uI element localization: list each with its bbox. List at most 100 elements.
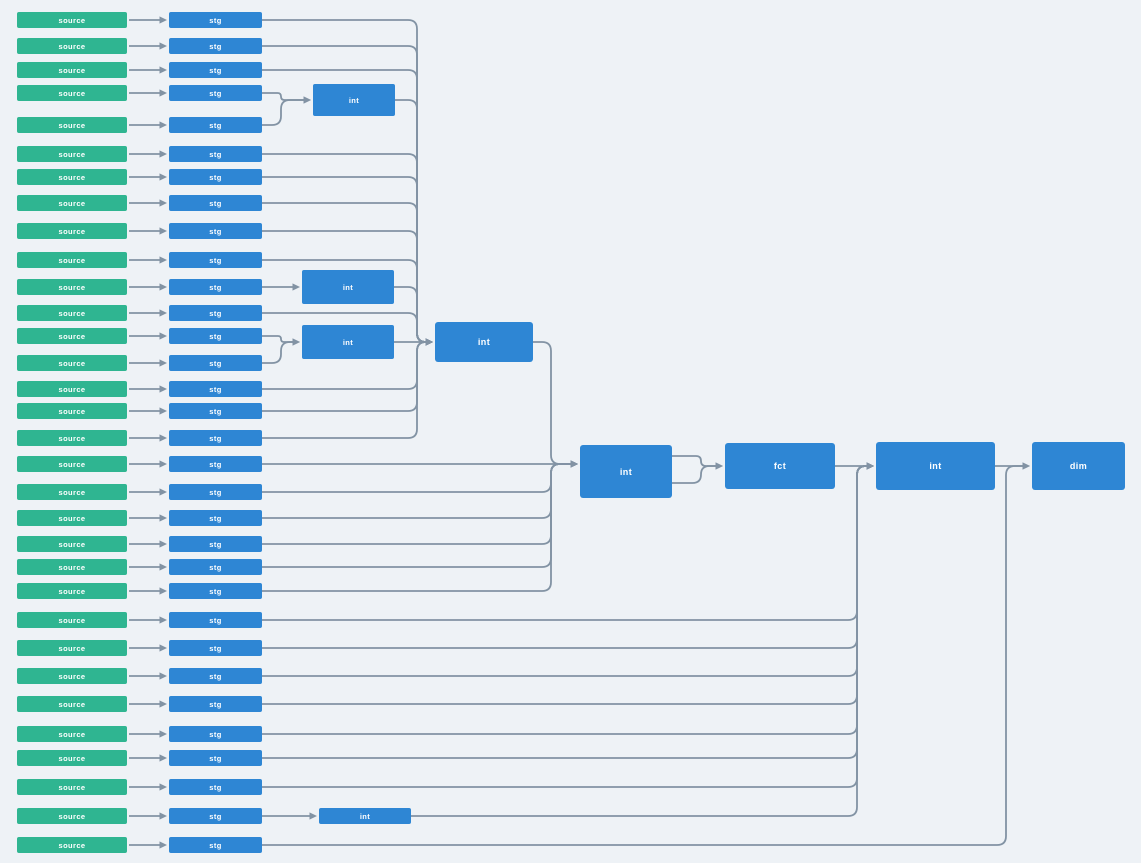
stg-node-label: stg [209, 699, 222, 709]
stg-node-label: stg [209, 149, 222, 159]
source-node[interactable]: source [17, 750, 127, 766]
stg-node-label: stg [209, 671, 222, 681]
stg-node[interactable]: stg [169, 85, 262, 101]
source-node-label: source [58, 255, 86, 265]
stg-node[interactable]: stg [169, 328, 262, 344]
source-node[interactable]: source [17, 668, 127, 684]
source-node[interactable]: source [17, 355, 127, 371]
fct-node[interactable]: fct [725, 443, 835, 489]
edge-arrowhead [159, 587, 167, 595]
int-node[interactable]: int [302, 270, 394, 304]
int-node-label: int [342, 337, 354, 347]
stg-node[interactable]: stg [169, 668, 262, 684]
source-node[interactable]: source [17, 779, 127, 795]
source-node[interactable]: source [17, 536, 127, 552]
int-node[interactable]: int [302, 325, 394, 359]
source-node[interactable]: source [17, 62, 127, 78]
dim-node-label: dim [1069, 461, 1088, 471]
edge [262, 465, 872, 621]
stg-node[interactable]: stg [169, 583, 262, 599]
stg-node[interactable]: stg [169, 62, 262, 78]
int-node[interactable]: int [435, 322, 533, 362]
source-node[interactable]: source [17, 85, 127, 101]
stg-node-label: stg [209, 15, 222, 25]
stg-node[interactable]: stg [169, 146, 262, 162]
source-node-label: source [58, 65, 86, 75]
stg-node[interactable]: stg [169, 640, 262, 656]
source-node[interactable]: source [17, 484, 127, 500]
int-node[interactable]: int [313, 84, 395, 116]
source-node[interactable]: source [17, 403, 127, 419]
source-node[interactable]: source [17, 640, 127, 656]
stg-node[interactable]: stg [169, 169, 262, 185]
int-node[interactable]: int [319, 808, 411, 824]
stg-node[interactable]: stg [169, 381, 262, 397]
edge-arrowhead [159, 460, 167, 468]
stg-node-label: stg [209, 282, 222, 292]
stg-node[interactable]: stg [169, 355, 262, 371]
stg-node[interactable]: stg [169, 12, 262, 28]
source-node[interactable]: source [17, 223, 127, 239]
stg-node[interactable]: stg [169, 726, 262, 742]
stg-node[interactable]: stg [169, 195, 262, 211]
source-node[interactable]: source [17, 195, 127, 211]
stg-node[interactable]: stg [169, 808, 262, 824]
source-node[interactable]: source [17, 117, 127, 133]
source-node[interactable]: source [17, 510, 127, 526]
int-node[interactable]: int [876, 442, 995, 490]
stg-node[interactable]: stg [169, 612, 262, 628]
stg-node[interactable]: stg [169, 750, 262, 766]
edge [672, 465, 721, 484]
edge-arrowhead [159, 488, 167, 496]
source-node[interactable]: source [17, 559, 127, 575]
source-node[interactable]: source [17, 328, 127, 344]
source-node[interactable]: source [17, 381, 127, 397]
int-node-label: int [359, 811, 371, 821]
stg-node[interactable]: stg [169, 223, 262, 239]
source-node[interactable]: source [17, 726, 127, 742]
source-node[interactable]: source [17, 430, 127, 446]
source-node[interactable]: source [17, 146, 127, 162]
stg-node-label: stg [209, 226, 222, 236]
stg-node[interactable]: stg [169, 117, 262, 133]
source-node-label: source [58, 753, 86, 763]
source-node[interactable]: source [17, 696, 127, 712]
stg-node[interactable]: stg [169, 559, 262, 575]
source-node[interactable]: source [17, 583, 127, 599]
source-node[interactable]: source [17, 252, 127, 268]
stg-node[interactable]: stg [169, 696, 262, 712]
stg-node[interactable]: stg [169, 38, 262, 54]
source-node[interactable]: source [17, 837, 127, 853]
source-node[interactable]: source [17, 612, 127, 628]
int-node[interactable]: int [580, 445, 672, 498]
dim-node[interactable]: dim [1032, 442, 1125, 490]
source-node[interactable]: source [17, 279, 127, 295]
source-node[interactable]: source [17, 456, 127, 472]
edge [395, 99, 431, 343]
stg-node[interactable]: stg [169, 403, 262, 419]
stg-node[interactable]: stg [169, 430, 262, 446]
source-node-label: source [58, 226, 86, 236]
stg-node[interactable]: stg [169, 456, 262, 472]
edge-arrowhead [866, 462, 874, 470]
stg-node[interactable]: stg [169, 484, 262, 500]
stg-node-label: stg [209, 643, 222, 653]
source-node[interactable]: source [17, 38, 127, 54]
stg-node[interactable]: stg [169, 779, 262, 795]
stg-node[interactable]: stg [169, 510, 262, 526]
edge [672, 455, 721, 467]
stg-node[interactable]: stg [169, 279, 262, 295]
source-node[interactable]: source [17, 12, 127, 28]
int-node-label: int [477, 337, 491, 347]
stg-node[interactable]: stg [169, 305, 262, 321]
source-node-label: source [58, 198, 86, 208]
edge-arrowhead [159, 672, 167, 680]
source-node[interactable]: source [17, 169, 127, 185]
source-node[interactable]: source [17, 808, 127, 824]
stg-node-label: stg [209, 433, 222, 443]
source-node[interactable]: source [17, 305, 127, 321]
stg-node[interactable]: stg [169, 837, 262, 853]
stg-node[interactable]: stg [169, 252, 262, 268]
stg-node[interactable]: stg [169, 536, 262, 552]
